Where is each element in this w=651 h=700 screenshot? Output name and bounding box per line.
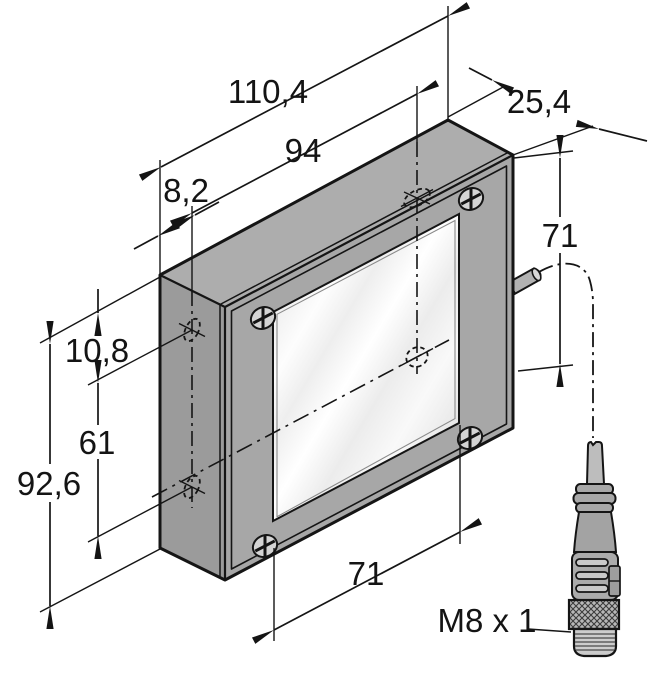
label-hole-offset-top: 10,8 <box>65 332 129 369</box>
cable-route-line <box>538 262 594 438</box>
connector-knurled-nut <box>567 598 621 631</box>
connector-strain-relief <box>572 483 617 514</box>
m8-connector <box>567 440 621 658</box>
connector-grip-slots <box>575 558 609 593</box>
connector-thread-lines <box>575 633 615 651</box>
dimension-depth <box>447 67 648 156</box>
label-hole-offset-left: 8,2 <box>163 172 209 209</box>
cable-gland <box>507 267 542 296</box>
dimension-window-height <box>513 135 574 387</box>
dimension-window-width <box>251 425 483 644</box>
emitting-window <box>272 212 460 523</box>
label-window-width: 71 <box>348 555 385 592</box>
connector-body-taper <box>572 511 618 553</box>
dimension-hole-offset-top <box>39 276 193 386</box>
dimension-labels: 110,4 94 8,2 25,4 71 10,8 61 92,6 71 M8 … <box>17 73 578 639</box>
connector-cable <box>585 440 606 485</box>
dimension-hole-offset-left <box>133 201 220 250</box>
center-line-diagonal <box>151 339 450 498</box>
label-connector-thread: M8 x 1 <box>437 602 536 639</box>
label-hole-span: 94 <box>285 132 322 169</box>
dimensions <box>39 2 648 644</box>
window-glass <box>272 212 460 523</box>
window-step-line <box>276 219 456 518</box>
phillips-screw-bottom-right <box>456 426 484 450</box>
housing-left-face <box>160 275 225 580</box>
label-overall-height: 92,6 <box>17 465 81 502</box>
label-window-height: 71 <box>542 217 579 254</box>
label-depth: 25,4 <box>507 83 571 120</box>
label-side-hole-spacing: 61 <box>79 424 116 461</box>
phillips-screw-top-right <box>457 187 485 211</box>
window-center-hole-cross <box>400 347 434 367</box>
dimension-overall-height <box>39 321 161 629</box>
cable-gland-endcap <box>531 267 542 282</box>
phillips-screw-top-left <box>249 306 277 330</box>
label-overall-width: 110,4 <box>228 73 308 110</box>
connector-thread-leader <box>527 628 572 633</box>
dimension-side-hole-spacing <box>87 360 193 559</box>
